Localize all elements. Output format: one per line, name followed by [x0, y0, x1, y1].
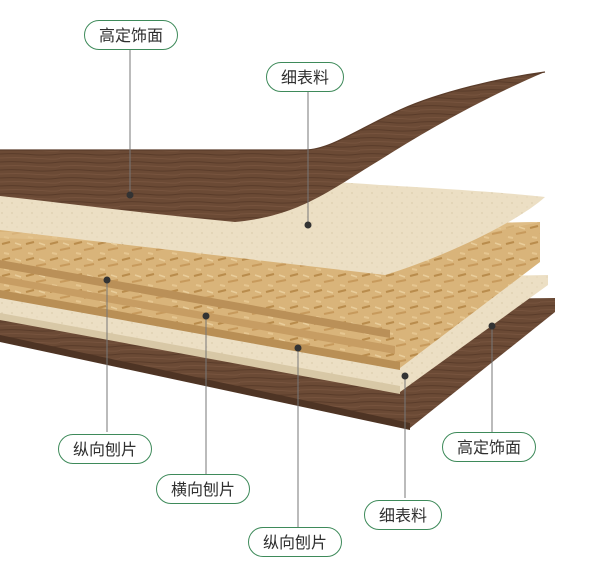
label-transverse: 横向刨片: [156, 474, 251, 504]
label-left-longitudinal: 纵向刨片: [58, 434, 153, 464]
label-bottom-veneer: 高定饰面: [442, 432, 537, 462]
leader-dots: [103, 191, 496, 380]
top-veneer-layer: [0, 71, 546, 222]
label-bottom-fine-layer: 细表料: [364, 500, 443, 530]
label-top-fine-layer: 细表料: [266, 62, 345, 92]
label-bottom-longitudinal: 纵向刨片: [248, 527, 343, 557]
leader-lines: [106, 50, 493, 527]
label-top-veneer: 高定饰面: [84, 20, 179, 50]
